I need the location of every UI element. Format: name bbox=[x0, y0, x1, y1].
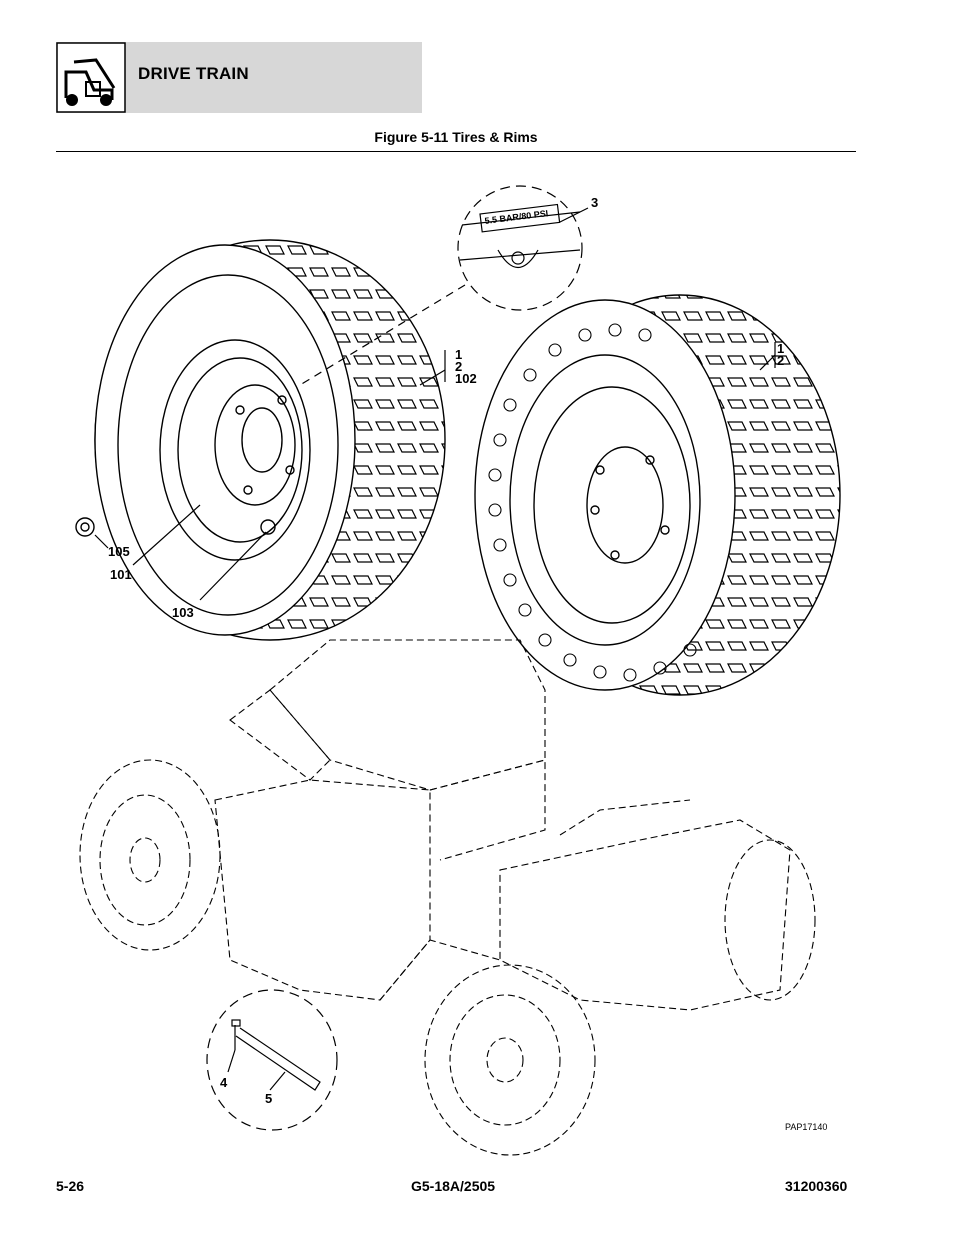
callout-left-102: 102 bbox=[455, 371, 477, 386]
machine-phantom-drawing bbox=[79, 639, 816, 1156]
model-number: G5-18A/2505 bbox=[411, 1178, 496, 1194]
valve-detail-drawing bbox=[299, 185, 589, 386]
section-title: DRIVE TRAIN bbox=[138, 64, 249, 83]
callout-left-tire: 1 2 102 bbox=[455, 347, 477, 386]
callout-right-1: 1 bbox=[777, 341, 785, 356]
callout-3: 3 bbox=[591, 195, 599, 210]
callout-103: 103 bbox=[172, 605, 194, 620]
callout-4: 4 bbox=[220, 1075, 228, 1090]
manual-number: 31200360 bbox=[785, 1178, 848, 1194]
callout-right-2: 2 bbox=[777, 353, 785, 368]
callout-leaders bbox=[94, 342, 776, 1091]
foam-filled-tire-drawing bbox=[474, 294, 841, 696]
lanyard-detail-drawing bbox=[206, 989, 338, 1131]
telehandler-icon bbox=[56, 42, 126, 113]
drawing-id: PAP17140 bbox=[785, 1122, 828, 1132]
page-number: 5-26 bbox=[56, 1178, 85, 1194]
callout-left-1: 1 bbox=[455, 347, 463, 362]
callout-left-2: 2 bbox=[455, 359, 463, 374]
callout-5: 5 bbox=[265, 1091, 273, 1106]
callout-101: 101 bbox=[110, 567, 132, 582]
header-divider bbox=[56, 151, 856, 152]
callout-right-tire: 1 2 bbox=[777, 341, 785, 368]
callout-105: 105 bbox=[108, 544, 130, 559]
figure-title: Figure 5-11 Tires & Rims bbox=[374, 129, 538, 145]
pneumatic-tire-drawing bbox=[75, 239, 446, 641]
